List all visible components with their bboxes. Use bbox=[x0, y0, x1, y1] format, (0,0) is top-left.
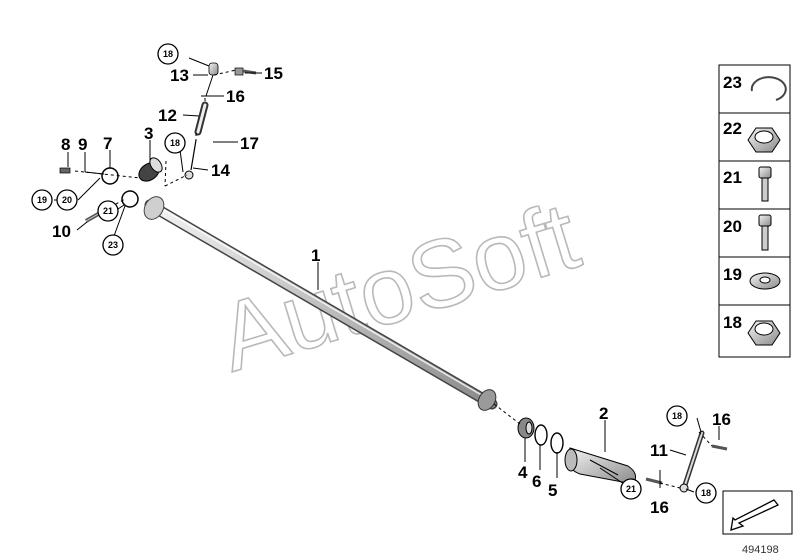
svg-text:20: 20 bbox=[62, 195, 72, 205]
svg-text:18: 18 bbox=[672, 411, 682, 421]
callout-13: 13 bbox=[170, 66, 189, 85]
screw-part-8 bbox=[59, 167, 71, 174]
legend-item-22: 22 bbox=[723, 119, 781, 153]
circled-callouts: 18 18 18 18 19 20 21 21 bbox=[31, 43, 717, 504]
circled-19: 19 bbox=[31, 189, 53, 211]
watermark: AutoSoft bbox=[207, 182, 590, 392]
circled-21-bottom: 21 bbox=[620, 478, 642, 500]
circled-21-left: 21 bbox=[97, 200, 119, 222]
callout-6: 6 bbox=[532, 472, 541, 491]
legend-item-18: 18 bbox=[723, 313, 781, 346]
callout-11: 11 bbox=[650, 441, 668, 460]
link-rod-12 bbox=[194, 101, 209, 136]
callout-12: 12 bbox=[158, 106, 177, 125]
callout-16-right: 16 bbox=[712, 410, 731, 429]
screw-part-10 bbox=[85, 211, 101, 223]
legend-panel: 23 22 21 20 19 bbox=[718, 64, 791, 358]
bolt-part-15 bbox=[234, 67, 257, 76]
legend-item-20: 20 bbox=[723, 214, 772, 251]
svg-text:18: 18 bbox=[723, 313, 742, 332]
bolt-part-16-bottom bbox=[645, 477, 663, 485]
circled-18-top: 18 bbox=[157, 43, 179, 65]
arrow-icon bbox=[730, 499, 780, 531]
circled-18-mid: 18 bbox=[164, 132, 186, 154]
callout-7: 7 bbox=[103, 134, 112, 153]
legend-item-19: 19 bbox=[723, 265, 781, 290]
bushing-part-4 bbox=[517, 417, 535, 439]
callout-1: 1 bbox=[311, 246, 320, 265]
svg-text:22: 22 bbox=[723, 119, 742, 138]
circlip-ring-icon bbox=[750, 76, 787, 101]
socket-cap-screw-icon bbox=[758, 214, 772, 251]
circled-18-bottom: 18 bbox=[695, 482, 717, 504]
callout-2: 2 bbox=[599, 404, 608, 423]
circled-18-right: 18 bbox=[666, 405, 688, 427]
callout-17: 17 bbox=[240, 134, 259, 153]
legend-item-21: 21 bbox=[723, 166, 772, 202]
callout-14: 14 bbox=[211, 161, 230, 180]
callout-16-bottom: 16 bbox=[650, 498, 669, 517]
document-number: 494198 bbox=[742, 544, 779, 556]
callout-15: 15 bbox=[264, 64, 283, 83]
callout-9: 9 bbox=[78, 135, 87, 154]
callout-8: 8 bbox=[61, 135, 70, 154]
link-rod-13 bbox=[205, 62, 219, 97]
svg-text:23: 23 bbox=[108, 240, 118, 250]
callout-4: 4 bbox=[518, 463, 528, 482]
callout-5: 5 bbox=[548, 481, 557, 500]
flat-washer-icon bbox=[749, 272, 781, 290]
ring-part-5 bbox=[550, 432, 564, 454]
svg-text:18: 18 bbox=[163, 49, 173, 59]
svg-text:23: 23 bbox=[723, 73, 742, 92]
svg-text:21: 21 bbox=[103, 206, 113, 216]
link-rod-14 bbox=[184, 139, 197, 180]
circled-20: 20 bbox=[56, 189, 78, 211]
joint-part-2 bbox=[564, 447, 637, 485]
hex-nut-icon bbox=[747, 320, 781, 346]
bolt-part-16-right bbox=[711, 444, 728, 451]
hex-nut-icon bbox=[747, 127, 781, 153]
orientation-arrow bbox=[722, 490, 793, 535]
svg-text:20: 20 bbox=[723, 217, 742, 236]
svg-text:19: 19 bbox=[723, 265, 742, 284]
svg-text:21: 21 bbox=[626, 484, 636, 494]
svg-text:18: 18 bbox=[701, 488, 711, 498]
svg-text:21: 21 bbox=[723, 168, 742, 187]
ring-part-7 bbox=[101, 167, 119, 185]
link-rod-11 bbox=[679, 430, 705, 493]
callouts: 1 2 3 4 6 5 7 8 9 10 11 12 13 14 15 16 1… bbox=[52, 64, 731, 517]
circlip-23-left bbox=[121, 190, 139, 208]
callout-16-top: 16 bbox=[226, 87, 245, 106]
callout-3: 3 bbox=[144, 124, 153, 143]
callout-10: 10 bbox=[52, 222, 71, 241]
socket-cap-screw-icon bbox=[758, 166, 772, 202]
shift-rod bbox=[143, 196, 498, 411]
ring-part-6 bbox=[534, 424, 548, 446]
joint-part-3 bbox=[138, 157, 163, 182]
svg-text:19: 19 bbox=[37, 195, 47, 205]
legend-item-23: 23 bbox=[723, 73, 787, 101]
circled-23: 23 bbox=[102, 234, 124, 256]
svg-text:18: 18 bbox=[170, 138, 180, 148]
